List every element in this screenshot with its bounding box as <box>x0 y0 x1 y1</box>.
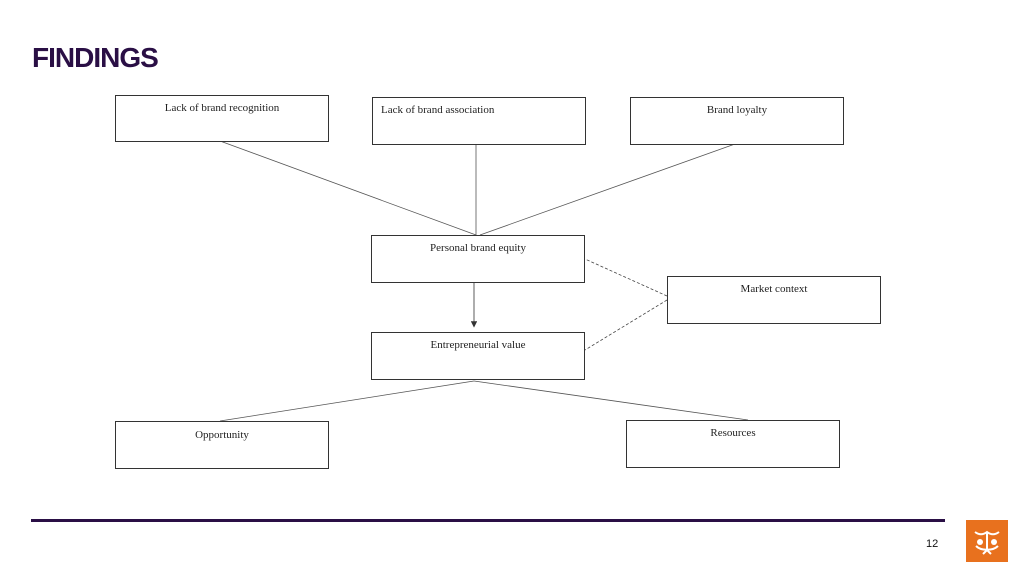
edge-recognition-to-equity <box>219 140 477 236</box>
node-brand-loyalty: Brand loyalty <box>630 97 844 145</box>
page-number: 12 <box>926 538 939 550</box>
node-entrepreneurial-value: Entrepreneurial value <box>371 332 585 380</box>
edge-value-to-resources <box>473 380 749 421</box>
node-lack-of-brand-association: Lack of brand association <box>372 97 586 145</box>
edge-loyalty-to-equity <box>479 143 736 236</box>
edge-market-to-equity <box>584 258 668 297</box>
university-crest-icon <box>966 520 1008 562</box>
edge-value-to-opportunity <box>219 380 475 422</box>
node-opportunity: Opportunity <box>115 421 329 469</box>
node-personal-brand-equity: Personal brand equity <box>371 235 585 283</box>
footer-divider <box>31 519 945 522</box>
slide-title: FINDINGS <box>32 42 159 73</box>
edge-market-to-value <box>584 299 668 351</box>
node-lack-of-brand-recognition: Lack of brand recognition <box>115 95 329 142</box>
node-market-context: Market context <box>667 276 881 324</box>
node-resources: Resources <box>626 420 840 468</box>
